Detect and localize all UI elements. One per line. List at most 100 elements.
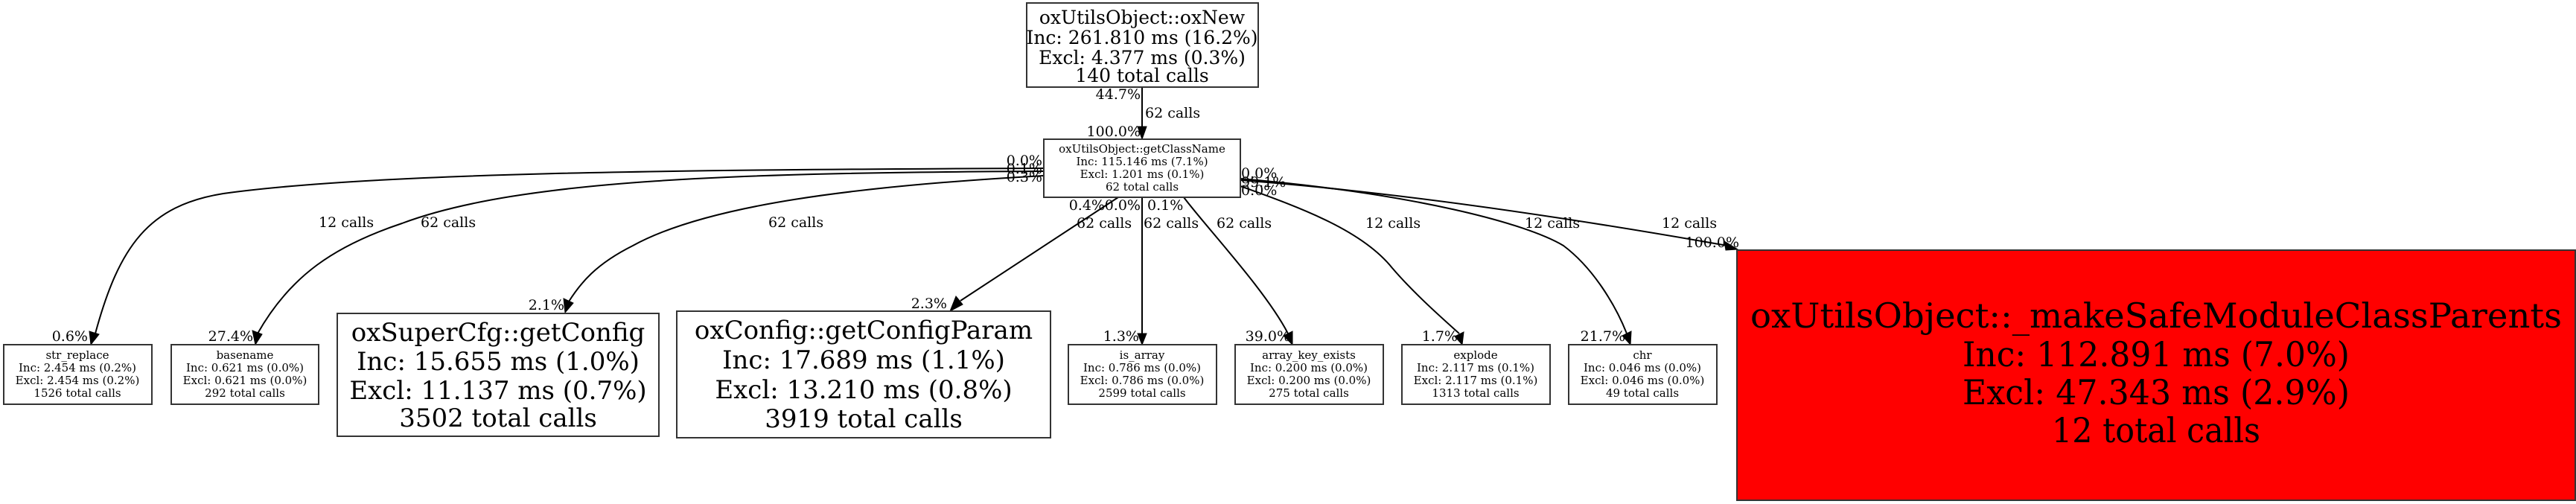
edge-center-makesafe: 99.1% 12 calls 100.0% — [1240, 174, 1739, 251]
edge-center-array-key-exists: 0.1% 62 calls 39.0% — [1147, 197, 1293, 346]
node-str-replace[interactable]: str_replace Inc: 2.454 ms (0.2%) Excl: 2… — [3, 344, 153, 405]
edge-tail-pct: 0.4% — [1069, 197, 1105, 214]
edge-head-pct: 2.1% — [529, 297, 564, 313]
edge-root-center: 44.7% 62 calls 100.0% — [1087, 86, 1200, 141]
edge-tail-pct: 44.7% — [1096, 86, 1141, 103]
edge-calls-label: 12 calls — [1365, 215, 1421, 232]
arrowhead — [949, 296, 963, 313]
arrowhead — [89, 331, 100, 346]
edge-center-basename: 0.1% 62 calls 27.4% — [208, 161, 1045, 346]
arrowhead — [1454, 331, 1464, 346]
arrowhead — [252, 330, 263, 346]
edge-line — [1183, 197, 1289, 334]
node-inc: Inc: 0.786 ms (0.0%) — [1083, 361, 1201, 374]
node-box — [1401, 344, 1551, 405]
node-inc: Inc: 115.146 ms (7.1%) — [1076, 155, 1208, 168]
arrowhead — [1137, 333, 1147, 346]
edge-head-pct: 2.3% — [911, 296, 947, 312]
edge-tail-pct: 0.1% — [1147, 197, 1183, 214]
node-box — [1043, 138, 1241, 198]
node-calls: 62 total calls — [1106, 180, 1179, 194]
edge-calls-label: 62 calls — [1217, 215, 1272, 232]
node-calls: 275 total calls — [1269, 386, 1349, 400]
node-calls: 1526 total calls — [34, 386, 121, 400]
node-inc: Inc: 0.200 ms (0.0%) — [1250, 361, 1368, 374]
node-calls: 292 total calls — [205, 386, 285, 400]
arrowhead — [1283, 331, 1293, 346]
edge-line — [1240, 179, 1728, 246]
edge-line — [568, 175, 1045, 302]
arrowhead — [563, 298, 574, 314]
node-box — [337, 313, 660, 437]
node-box — [1068, 344, 1217, 405]
edge-calls-label: 12 calls — [1662, 215, 1717, 232]
node-calls: 140 total calls — [1075, 65, 1208, 86]
node-box — [1026, 2, 1259, 88]
node-array-key-exists[interactable]: array_key_exists Inc: 0.200 ms (0.0%) Ex… — [1234, 344, 1384, 405]
node-excl: Excl: 0.200 ms (0.0%) — [1247, 374, 1371, 387]
edge-head-pct: 0.6% — [52, 328, 88, 345]
node-is-array[interactable]: is_array Inc: 0.786 ms (0.0%) Excl: 0.78… — [1068, 344, 1217, 405]
edge-center-explode: 0.0% 12 calls 1.7% — [1240, 182, 1464, 346]
node-excl: Excl: 2.454 ms (0.2%) — [16, 374, 140, 387]
node-name: oxUtilsObject::getClassName — [1059, 142, 1225, 156]
nodes: oxUtilsObject::oxNew Inc: 261.810 ms (16… — [3, 2, 2576, 501]
node-name: basename — [217, 348, 274, 362]
edge-center-is-array: 0.0% 62 calls 1.3% — [1103, 197, 1199, 346]
edge-center-str-replace: 0.0% 12 calls 0.6% — [52, 153, 1045, 346]
node-name: explode — [1453, 348, 1497, 362]
node-getconfig[interactable]: oxSuperCfg::getConfig Inc: 15.655 ms (1.… — [337, 313, 660, 437]
node-basename[interactable]: basename Inc: 0.621 ms (0.0%) Excl: 0.62… — [170, 344, 319, 405]
node-name: array_key_exists — [1262, 348, 1356, 362]
edge-tail-pct: 0.3% — [1007, 169, 1042, 185]
edge-line — [960, 197, 1119, 302]
edge-calls-label: 12 calls — [319, 214, 374, 231]
node-name: chr — [1633, 348, 1652, 362]
node-makesafemoduleclassparents[interactable]: oxUtilsObject::_makeSafeModuleClassParen… — [1736, 249, 2576, 501]
node-inc: Inc: 15.655 ms (1.0%) — [357, 347, 640, 377]
edge-head-pct: 1.3% — [1103, 328, 1139, 345]
edge-calls-label: 62 calls — [768, 214, 823, 231]
edge-calls-label: 62 calls — [1145, 105, 1200, 121]
edge-calls-label: 62 calls — [421, 214, 476, 231]
edge-tail-pct: 99.1% — [1241, 174, 1286, 191]
edge-line — [1240, 178, 1627, 334]
node-inc: Inc: 0.621 ms (0.0%) — [186, 361, 304, 374]
node-explode[interactable]: explode Inc: 2.117 ms (0.1%) Excl: 2.117… — [1401, 344, 1551, 405]
edge-head-pct: 100.0% — [1686, 235, 1739, 251]
node-calls: 1313 total calls — [1432, 386, 1519, 400]
edge-line — [95, 168, 1045, 334]
node-box — [676, 310, 1051, 438]
node-calls: 3919 total calls — [765, 404, 963, 434]
node-getclassname[interactable]: oxUtilsObject::getClassName Inc: 115.146… — [1043, 138, 1241, 198]
node-oxnew[interactable]: oxUtilsObject::oxNew Inc: 261.810 ms (16… — [1026, 2, 1259, 88]
edge-head-pct: 27.4% — [208, 328, 253, 345]
node-excl: Excl: 0.786 ms (0.0%) — [1080, 374, 1205, 387]
node-excl: Excl: 11.137 ms (0.7%) — [349, 376, 646, 406]
node-inc: Inc: 2.117 ms (0.1%) — [1417, 361, 1534, 374]
node-calls: 12 total calls — [2052, 410, 2260, 450]
edge-calls-label: 62 calls — [1144, 215, 1199, 232]
node-getconfigparam[interactable]: oxConfig::getConfigParam Inc: 17.689 ms … — [676, 310, 1051, 438]
edge-tail-pct: 0.0% — [1241, 165, 1277, 182]
node-box — [3, 344, 153, 405]
node-name: str_replace — [45, 348, 109, 362]
node-inc: Inc: 261.810 ms (16.2%) — [1026, 27, 1257, 48]
node-excl: Excl: 4.377 ms (0.3%) — [1039, 47, 1246, 68]
edge-tail-pct: 0.0% — [1007, 153, 1042, 169]
node-excl: Excl: 0.046 ms (0.0%) — [1581, 374, 1705, 387]
edges: 44.7% 62 calls 100.0% 0.0% 12 calls 0.6%… — [52, 86, 1739, 346]
edge-tail-pct: 0.1% — [1007, 161, 1042, 177]
edge-head-pct: 1.7% — [1422, 328, 1458, 345]
node-excl: Excl: 0.621 ms (0.0%) — [183, 374, 307, 387]
node-name: oxUtilsObject::oxNew — [1039, 7, 1246, 28]
node-box — [1234, 344, 1384, 405]
node-inc: Inc: 112.891 ms (7.0%) — [1963, 334, 2350, 374]
node-name: is_array — [1120, 348, 1165, 362]
node-excl: Excl: 1.201 ms (0.1%) — [1080, 168, 1205, 181]
node-chr[interactable]: chr Inc: 0.046 ms (0.0%) Excl: 0.046 ms … — [1568, 344, 1718, 405]
edge-tail-pct: 0.0% — [1105, 197, 1141, 214]
edge-head-pct: 100.0% — [1087, 124, 1141, 140]
edge-head-pct: 21.7% — [1581, 328, 1625, 345]
